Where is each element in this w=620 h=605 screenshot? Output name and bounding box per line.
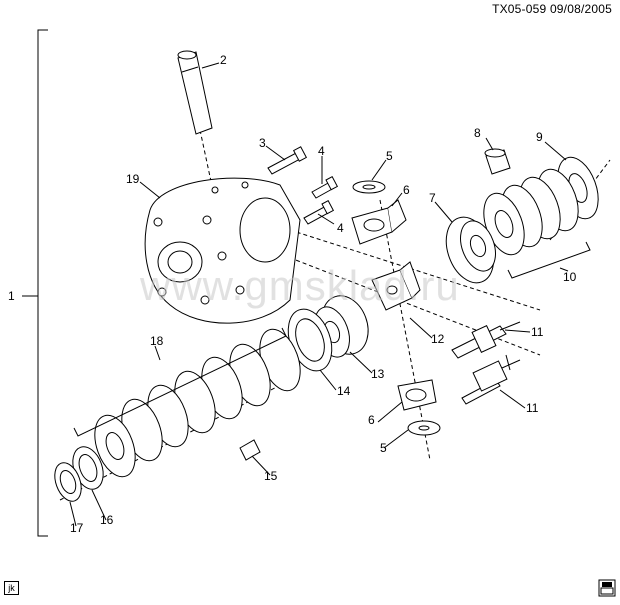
bolt-4a: [311, 176, 339, 199]
pin-part: [177, 50, 213, 135]
bolt-3: [267, 146, 308, 175]
side-gear-7: [445, 216, 496, 284]
assembly-bracket: [37, 29, 48, 537]
bolt-4b: [303, 200, 335, 225]
block-12: [371, 261, 421, 311]
callout-2: 2: [220, 53, 227, 67]
callout-13: 13: [371, 367, 385, 381]
washer-5-top: [352, 180, 386, 194]
callout-3: 3: [259, 136, 266, 150]
figure-date: 09/08/2005: [549, 2, 612, 16]
ring-14: [287, 308, 333, 372]
differential-case: [144, 177, 301, 324]
callout-19: 19: [126, 172, 140, 186]
pinion-gear-6-top: [351, 199, 407, 245]
callout-17: 17: [70, 521, 84, 535]
callout-16: 16: [100, 513, 114, 527]
callout-4a: 4: [318, 144, 325, 158]
figure-code: TX05-059: [492, 2, 547, 16]
callout-4b: 4: [337, 221, 344, 235]
pinion-gear-6-bottom: [397, 379, 437, 411]
callout-8: 8: [474, 126, 481, 140]
callout-5b: 5: [380, 441, 387, 455]
bracket-18: [73, 327, 287, 437]
callout-18: 18: [150, 334, 164, 348]
callout-6a: 6: [403, 183, 410, 197]
callout-14: 14: [337, 384, 351, 398]
callout-9: 9: [536, 130, 543, 144]
callout-7: 7: [429, 191, 436, 205]
leader-lines: [69, 62, 569, 527]
callout-10: 10: [563, 270, 577, 284]
printer-icon[interactable]: [598, 579, 616, 597]
pin-15: [239, 439, 261, 461]
callout-6b: 6: [368, 413, 375, 427]
callout-5a: 5: [386, 149, 393, 163]
washer-16: [72, 446, 104, 490]
figure-header: TX05-059 09/08/2005: [492, 2, 612, 16]
shaft-11-bottom: [461, 354, 521, 405]
callout-15: 15: [264, 469, 278, 483]
shaft-11-top: [451, 321, 521, 359]
callout-11a: 11: [531, 325, 544, 339]
washer-5-bottom: [407, 420, 441, 436]
callout-1: 1: [8, 289, 15, 303]
sleeve-8: [484, 148, 511, 175]
clutch-pack-10: [483, 168, 579, 256]
callout-11b: 11: [526, 401, 539, 415]
corner-tag: jk: [4, 581, 19, 595]
clutch-pack-18: [94, 328, 301, 478]
washer-17: [54, 462, 82, 502]
bracket-10: [507, 241, 591, 279]
callout-12: 12: [431, 332, 445, 346]
